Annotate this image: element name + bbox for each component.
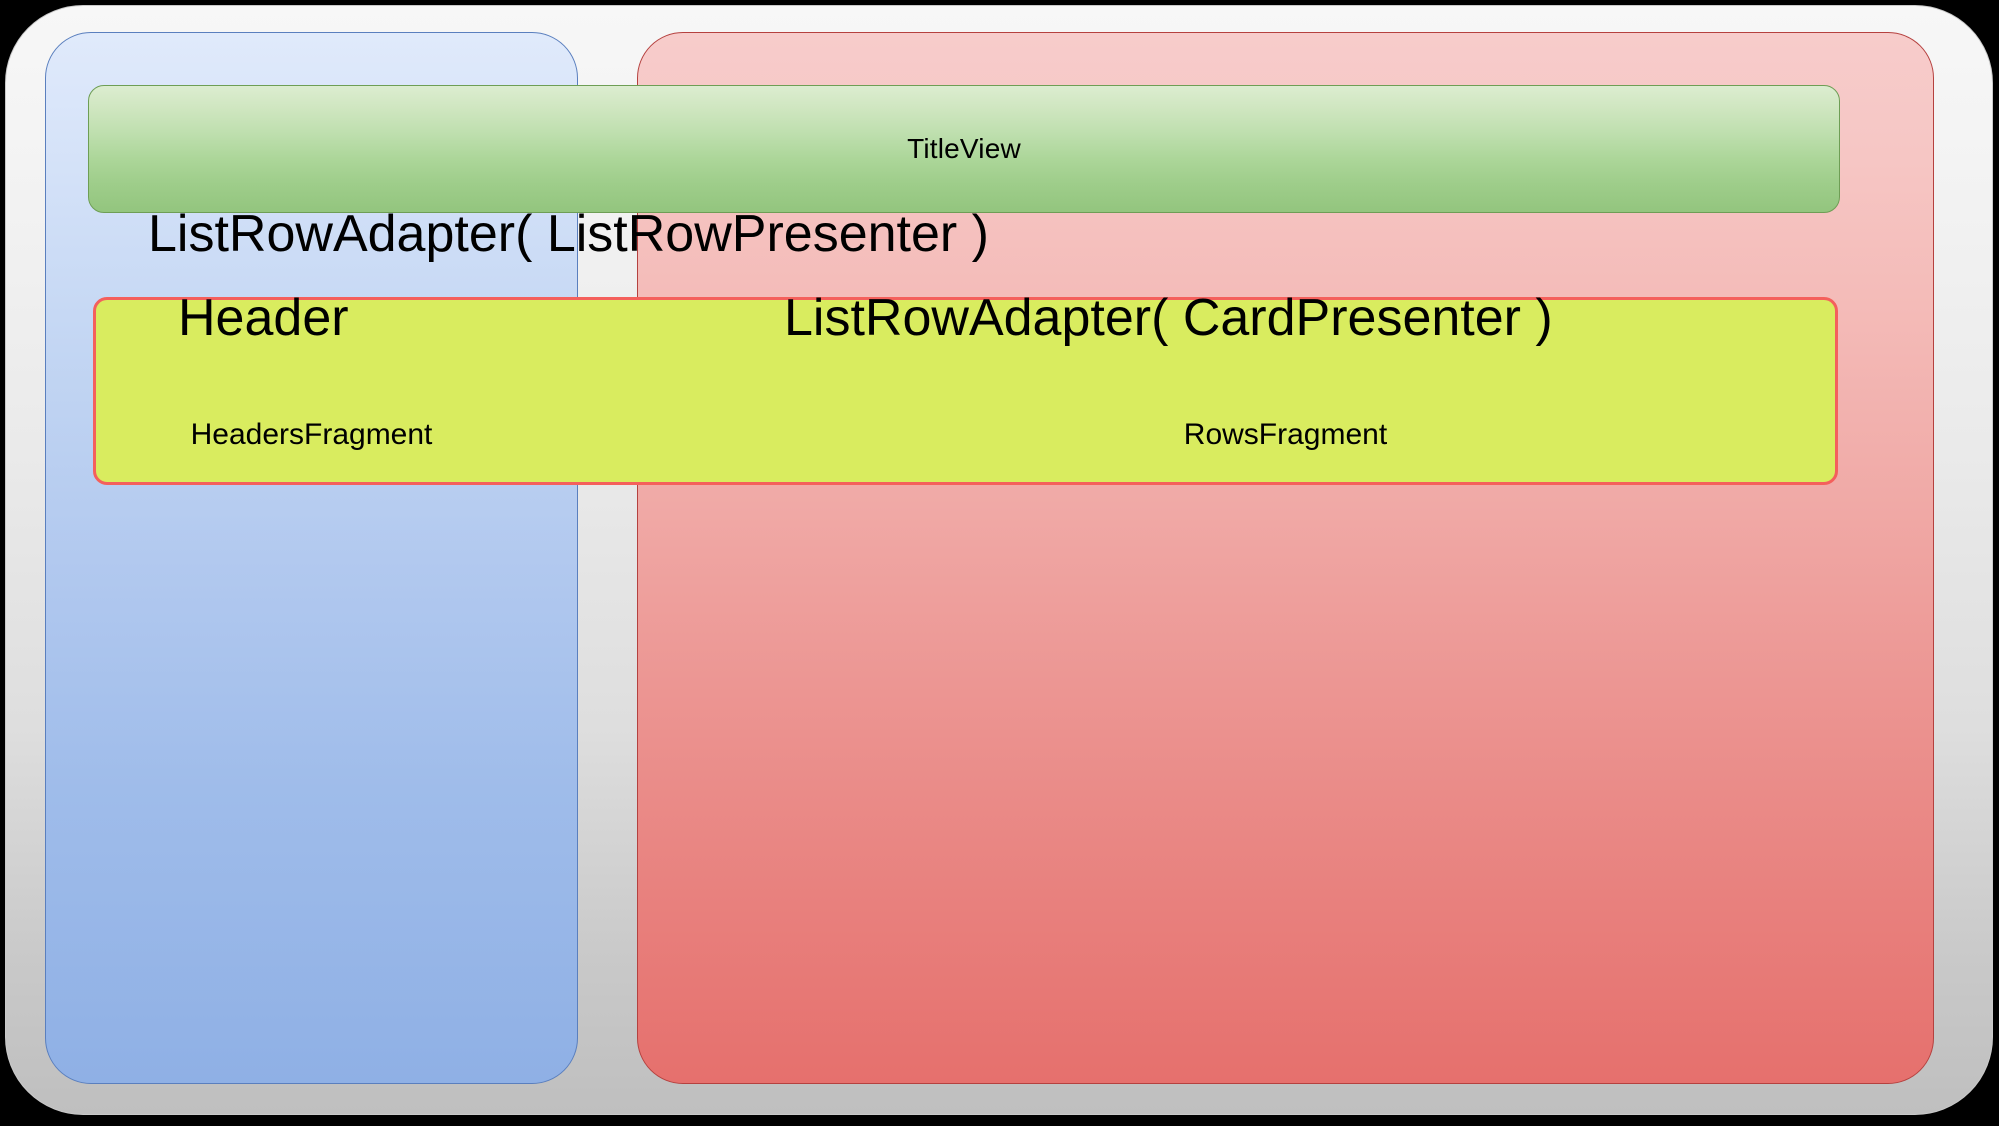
listrowadapter-listrowpresenter-label: ListRowAdapter( ListRowPresenter ) bbox=[148, 205, 989, 263]
header-label: Header bbox=[178, 289, 349, 347]
title-view-label: TitleView bbox=[907, 133, 1021, 164]
listrow-band[interactable] bbox=[93, 297, 1838, 485]
title-view-bar[interactable]: TitleView bbox=[88, 85, 1840, 213]
listrowadapter-cardpresenter-label: ListRowAdapter( CardPresenter ) bbox=[784, 289, 1553, 347]
headers-fragment-label: HeadersFragment bbox=[190, 418, 433, 451]
rows-fragment-label: RowsFragment bbox=[1183, 418, 1388, 451]
